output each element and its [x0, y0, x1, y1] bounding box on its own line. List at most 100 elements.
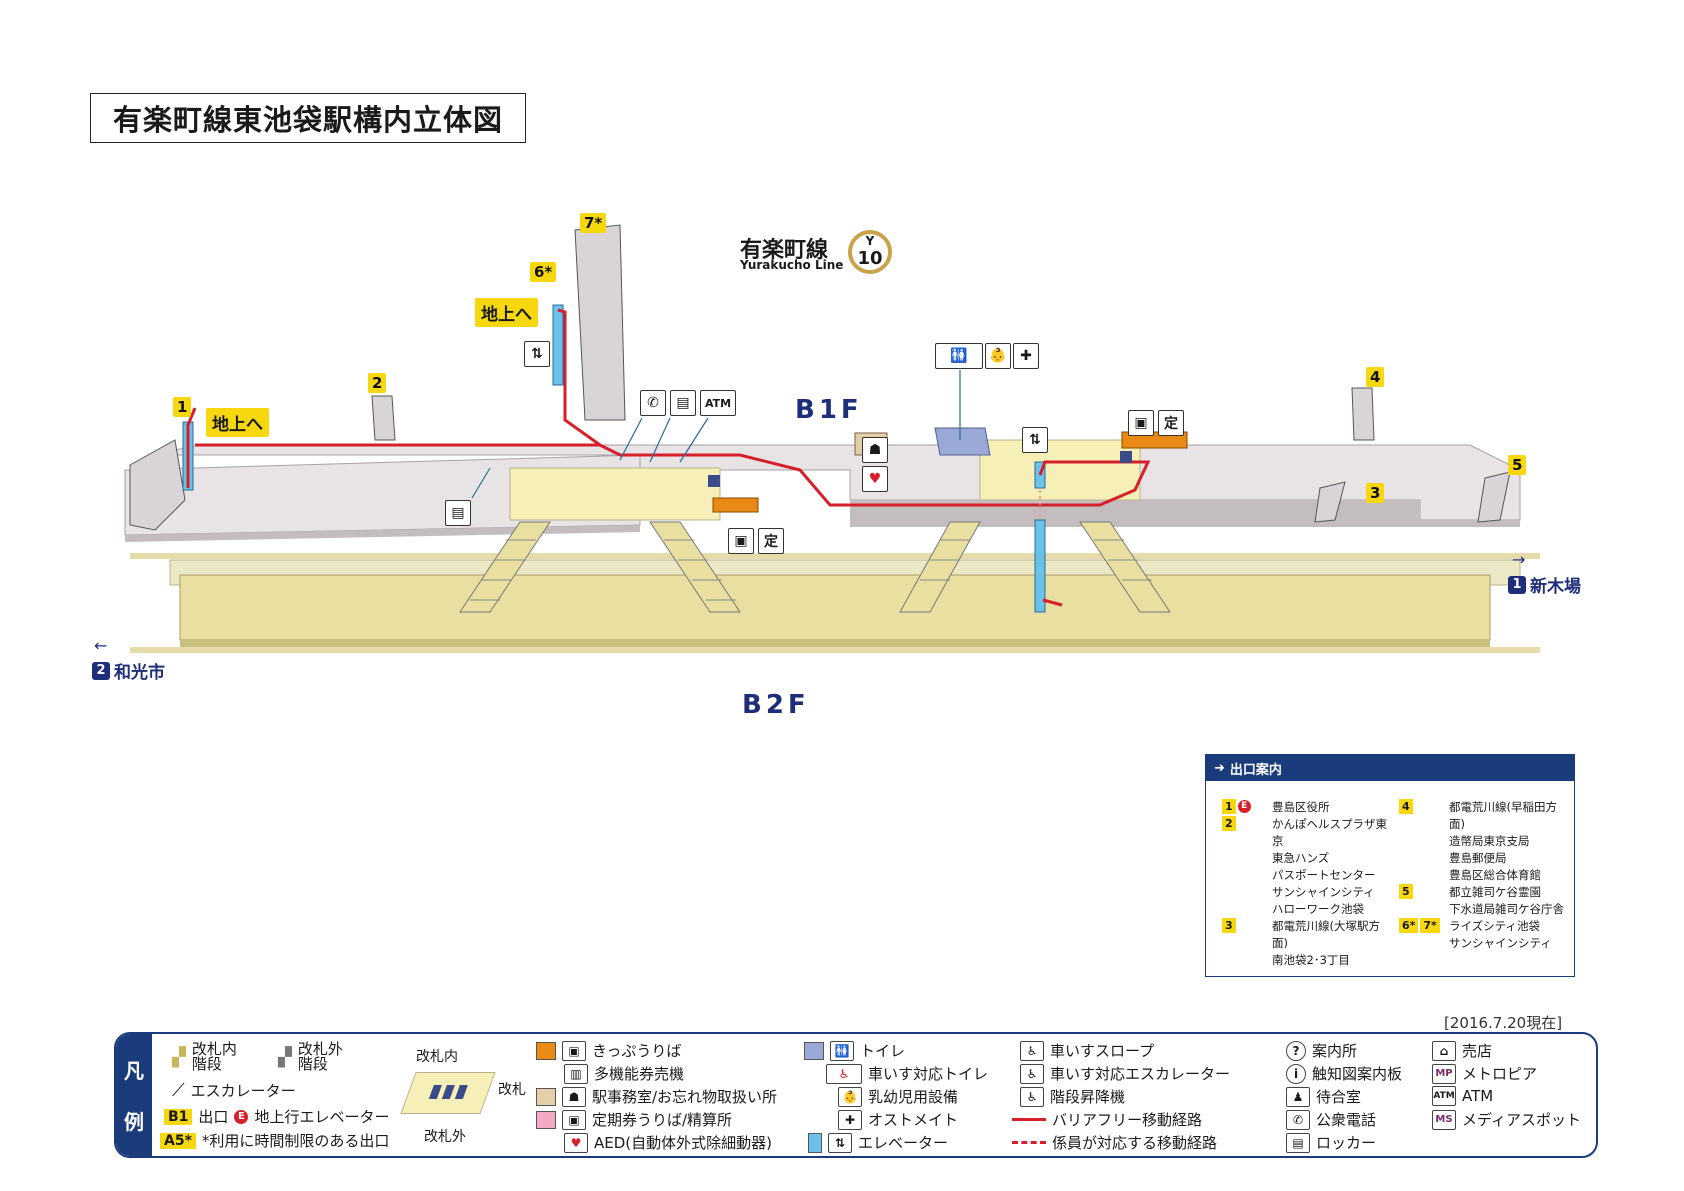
exit-place: パスポートセンター [1272, 868, 1376, 882]
to-surface-label-exit6: 地上へ [475, 298, 538, 327]
revision-date: [2016.7.20現在] [1444, 1014, 1563, 1032]
legend-shop: ⌂ 売店 [1432, 1040, 1492, 1061]
phone-icon: ✆ [640, 390, 666, 416]
aed-icon: ♥ [564, 1132, 588, 1153]
destination-number: 1 [1508, 575, 1526, 594]
commuter-ticket-icon: 定 [758, 528, 784, 554]
exit-place: 造幣局東京支局 [1449, 834, 1530, 848]
legend-media: MS メディアスポット [1432, 1109, 1581, 1130]
legend-text: トイレ [860, 1042, 906, 1060]
legend-wc-escalator: ♿ 車いす対応エスカレーター [1020, 1063, 1230, 1084]
exit-entry: 5 都立雑司ケ谷霊園 下水道局雑司ケ谷庁舎 [1399, 884, 1566, 918]
office-icon: ☗ [562, 1086, 586, 1107]
waiting-room-icon: ♟ [1286, 1086, 1310, 1107]
platform-stairs [459, 521, 1171, 613]
staff-route-line-icon [1012, 1141, 1046, 1144]
legend-tactile: i 触知図案内板 [1286, 1063, 1402, 1084]
exit-stairs [129, 224, 1511, 531]
exit-number-4: 4 [1399, 799, 1413, 814]
destination-shinkiba: 1 新木場 [1508, 572, 1581, 597]
exit-entry: 6*7* ライズシティ池袋 サンシャインシティ [1399, 918, 1566, 952]
to-surface-label-exit1: 地上へ [206, 408, 269, 437]
elevator-icon: ⇅ [1022, 427, 1048, 453]
legend-text: 改札外 [424, 1129, 466, 1145]
legend-office: ☗ 駅事務室/お忘れ物取扱い所 [536, 1086, 777, 1107]
legend-text: きっぷうりば [592, 1042, 682, 1060]
legend-text: 乳幼児用設備 [868, 1088, 959, 1106]
wheelchair-slope-icon: ♿ [1020, 1040, 1044, 1061]
legend-waiting: ♟ 待合室 [1286, 1086, 1361, 1107]
legend-text: 定期券うりば/精算所 [592, 1111, 733, 1129]
info-desk-icon: ? [1286, 1040, 1306, 1061]
exit-badge-1: 1 [173, 397, 192, 417]
metropia-icon: MP [1432, 1063, 1456, 1084]
exit-badge-4: 4 [1366, 367, 1385, 387]
legend-text: AED(自動体外式除細動器) [594, 1134, 772, 1152]
toilet-block-icon [804, 1041, 824, 1060]
legend-text: バリアフリー移動経路 [1052, 1111, 1203, 1129]
legend-stairs-out: ▞ 改札外 階段 [278, 1042, 343, 1072]
atm-icon: ATM [700, 390, 736, 416]
exit-elevator-icon: E [1237, 800, 1251, 813]
baby-icon: 👶 [838, 1086, 862, 1107]
elevator-icon: ⇅ [524, 341, 550, 367]
legend-text: 係員が対応する移動経路 [1052, 1134, 1218, 1152]
exit-place: 豊島区役所 [1272, 800, 1330, 814]
legend: 凡 例 ▞ 改札内 階段 ▞ 改札外 階段 ⟋ エスカレーター B1 出口 E … [114, 1032, 1598, 1158]
legend-text: *利用に時間制限のある出口 [201, 1132, 390, 1150]
legend-ticket: ▣ きっぷうりば [536, 1040, 681, 1061]
legend-barrier-free: バリアフリー移動経路 [1012, 1109, 1202, 1130]
legend-escalator: ⟋ エスカレーター [172, 1080, 296, 1101]
exit-place: 東急ハンズ [1272, 851, 1330, 865]
toilet-icon: 🚻 [830, 1040, 854, 1061]
exit-number-7: 7* [1420, 918, 1440, 933]
exit-place: かんぽヘルスプラザ東京 [1272, 817, 1387, 848]
ticket-machine-icon: ▣ [728, 528, 754, 554]
ticket-counter-icon [536, 1041, 556, 1060]
legend-text: 待合室 [1316, 1088, 1362, 1106]
exit-badge-7: 7* [580, 213, 607, 233]
exit-number-1: 1 [1222, 799, 1236, 814]
arrow-left-icon: ← [94, 636, 108, 655]
legend-text: 地上行エレベーター [254, 1108, 390, 1126]
exit-place: 南池袋2･3丁目 [1272, 953, 1350, 967]
exit-number-6: 6* [1399, 918, 1419, 933]
ostomate-icon: ✚ [838, 1109, 862, 1130]
stairs-out-icon: ▞ [278, 1046, 292, 1068]
stairs-in-icon: ▞ [172, 1046, 186, 1068]
exit-badge-3: 3 [1366, 483, 1385, 503]
legend-text: 売店 [1462, 1042, 1493, 1060]
line-code-letter: Y [865, 234, 875, 248]
legend-text: オストメイト [868, 1111, 959, 1129]
aed-icon: ♥ [862, 466, 888, 492]
legend-text: ロッカー [1316, 1134, 1377, 1152]
arrow-right-icon: → [1512, 550, 1526, 569]
legend-baby: 👶 乳幼児用設備 [838, 1086, 958, 1107]
exit-place: ライズシティ池袋 [1449, 919, 1540, 933]
legend-exit: B1 出口 E 地上行エレベーター [164, 1106, 389, 1127]
exit-entry: 4 都電荒川線(早稲田方面) 造幣局東京支局 豊島郵便局 豊島区総合体育館 [1399, 799, 1566, 884]
legend-timed-exit: A5* *利用に時間制限のある出口 [160, 1130, 389, 1151]
legend-text: ATM [1462, 1087, 1494, 1105]
toilet-icon: 🚻 [935, 343, 983, 369]
office-icon: ☗ [862, 437, 888, 463]
b1f-concourse [124, 427, 1521, 542]
legend-elevator: ⇅ エレベーター [808, 1132, 948, 1153]
exit-place: サンシャインシティ [1272, 885, 1375, 899]
exit-panel-title: 出口案内 [1229, 762, 1282, 778]
legend-gate: 改札 [498, 1079, 526, 1099]
exit-place: サンシャインシティ [1449, 936, 1552, 950]
legend-text: 階段昇降機 [1050, 1088, 1126, 1106]
legend-side-char: 例 [124, 1110, 144, 1134]
legend-text: メディアスポット [1462, 1111, 1581, 1129]
legend-commuter: ▣ 定期券うりば/精算所 [536, 1109, 732, 1130]
legend-text: 改札 [498, 1082, 526, 1098]
barrier-free-line-icon [1012, 1118, 1046, 1121]
destination-number: 2 [92, 661, 110, 680]
legend-text: メトロピア [1462, 1065, 1538, 1083]
escalator-icon: ⟋ [172, 1080, 185, 1101]
floor-label-b2f: B2F [742, 690, 810, 720]
line-name: 有楽町線 [740, 238, 829, 263]
exit-number-5: 5 [1399, 884, 1413, 899]
